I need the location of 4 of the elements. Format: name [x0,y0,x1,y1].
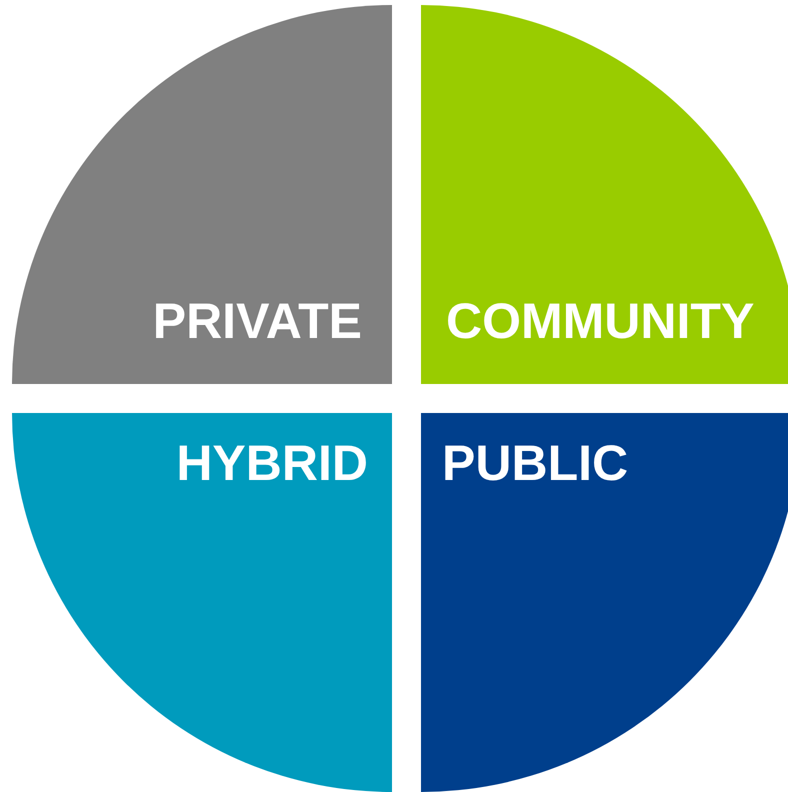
segment-label: HYBRID [176,438,368,488]
segment-label: PRIVATE [152,296,362,346]
segment-label: COMMUNITY [446,296,754,346]
segment-label: PUBLIC [442,438,628,488]
